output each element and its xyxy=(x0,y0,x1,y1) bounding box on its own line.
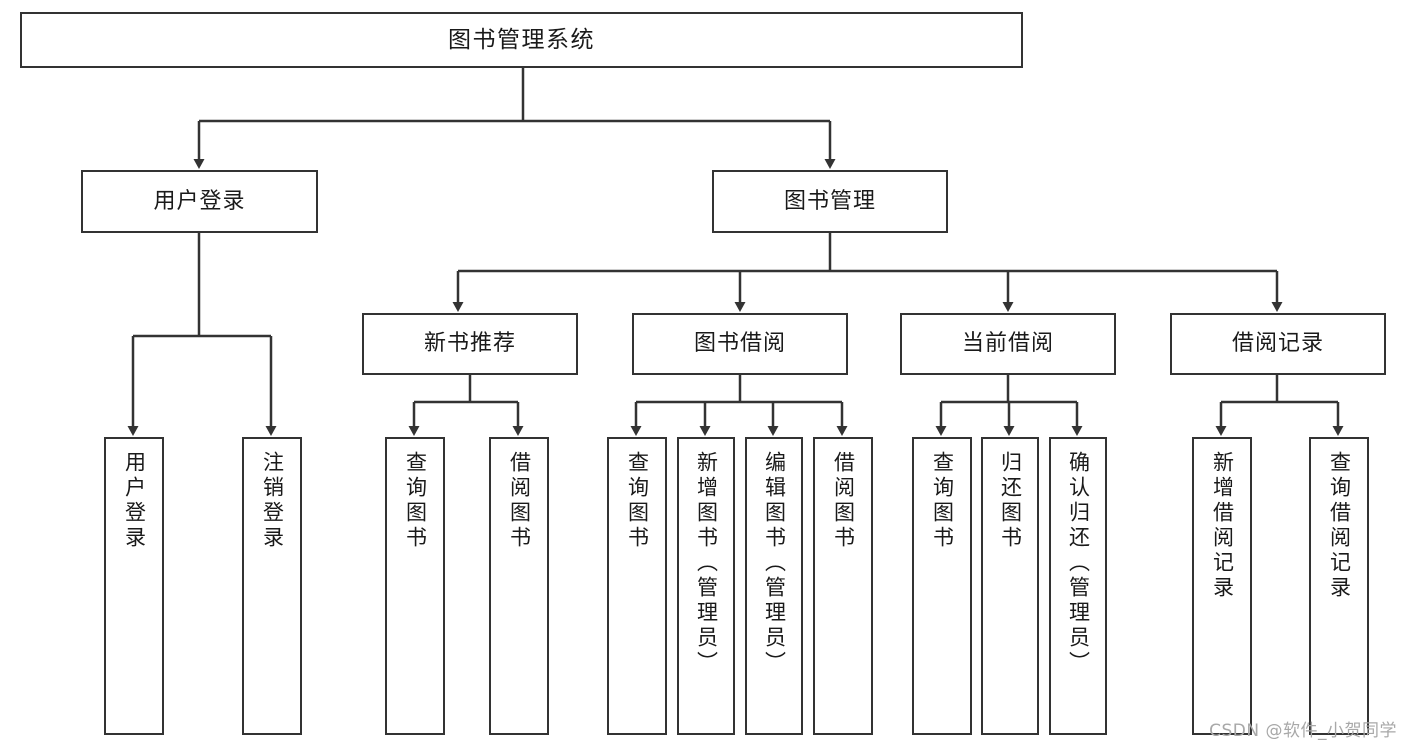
leaf-edit-book[interactable]: 编辑图书（管理员） xyxy=(745,437,803,735)
node-label: 新书推荐 xyxy=(423,331,516,357)
node-user-login[interactable]: 用户登录 xyxy=(81,170,318,233)
node-label: 确认归还（管理员） xyxy=(1066,451,1091,676)
node-label: 用户登录 xyxy=(153,188,246,214)
node-book-management[interactable]: 图书管理 xyxy=(712,170,948,233)
node-label: 查询借阅记录 xyxy=(1327,451,1352,601)
node-label: 借阅图书 xyxy=(831,451,856,551)
node-label: 借阅图书 xyxy=(507,451,532,551)
node-label: 当前借阅 xyxy=(961,331,1054,357)
node-borrow-record[interactable]: 借阅记录 xyxy=(1170,313,1386,375)
csdn-watermark: CSDN @软件_小贺同学 xyxy=(1209,721,1397,741)
leaf-query-borrow-record[interactable]: 查询借阅记录 xyxy=(1309,437,1369,735)
leaf-query-book-3[interactable]: 查询图书 xyxy=(912,437,972,735)
node-label: 图书管理 xyxy=(783,188,876,214)
node-label: 用户登录 xyxy=(122,451,147,551)
leaf-user-login[interactable]: 用户登录 xyxy=(104,437,164,735)
node-label: 查询图书 xyxy=(403,451,428,551)
leaf-confirm-return[interactable]: 确认归还（管理员） xyxy=(1049,437,1107,735)
leaf-borrow-book-2[interactable]: 借阅图书 xyxy=(813,437,873,735)
node-label: 注销登录 xyxy=(260,451,285,551)
node-label: 新增借阅记录 xyxy=(1210,451,1235,601)
node-book-borrow[interactable]: 图书借阅 xyxy=(632,313,848,375)
leaf-logout-login[interactable]: 注销登录 xyxy=(242,437,302,735)
leaf-borrow-book-1[interactable]: 借阅图书 xyxy=(489,437,549,735)
leaf-add-borrow-record[interactable]: 新增借阅记录 xyxy=(1192,437,1252,735)
node-label: 编辑图书（管理员） xyxy=(762,451,787,676)
node-label: 图书管理系统 xyxy=(448,26,595,53)
leaf-return-book[interactable]: 归还图书 xyxy=(981,437,1039,735)
node-new-book-recommend[interactable]: 新书推荐 xyxy=(362,313,578,375)
node-current-borrow[interactable]: 当前借阅 xyxy=(900,313,1116,375)
leaf-add-book[interactable]: 新增图书（管理员） xyxy=(677,437,735,735)
node-book-management-system[interactable]: 图书管理系统 xyxy=(20,12,1023,68)
leaf-query-book-2[interactable]: 查询图书 xyxy=(607,437,667,735)
node-label: 查询图书 xyxy=(930,451,955,551)
leaf-query-book-1[interactable]: 查询图书 xyxy=(385,437,445,735)
node-label: 归还图书 xyxy=(998,451,1023,551)
node-label: 借阅记录 xyxy=(1231,331,1324,357)
node-label: 查询图书 xyxy=(625,451,650,551)
node-label: 新增图书（管理员） xyxy=(694,451,719,676)
node-label: 图书借阅 xyxy=(693,331,786,357)
